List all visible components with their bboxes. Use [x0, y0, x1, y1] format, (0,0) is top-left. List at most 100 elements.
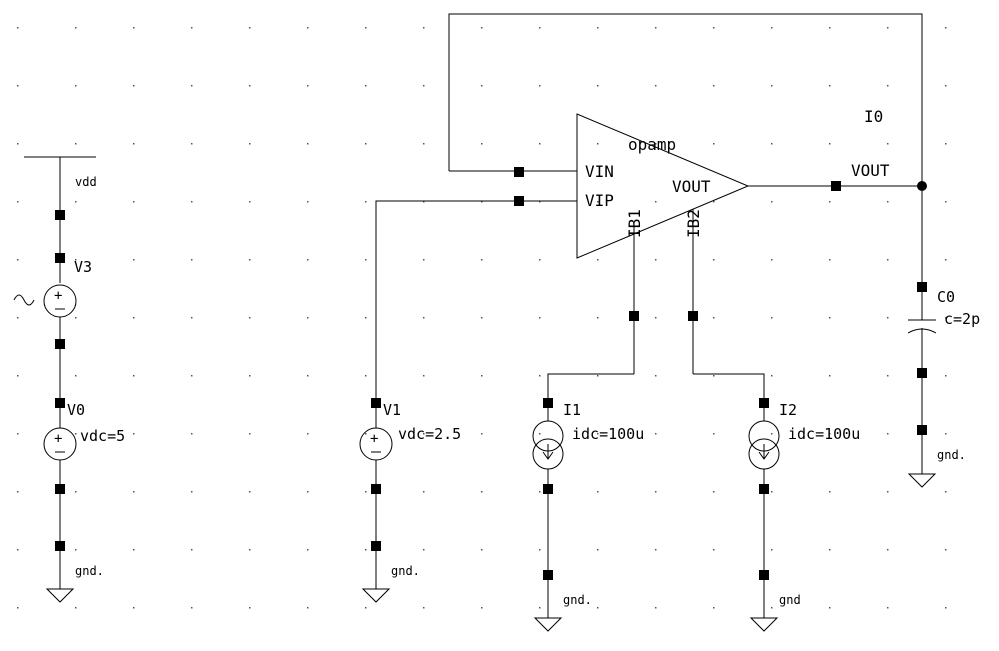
grid-dot: [539, 549, 541, 551]
pin-label-vout: VOUT: [672, 177, 711, 196]
grid-dot: [771, 27, 773, 29]
pin-marker[interactable]: [543, 484, 553, 494]
grid-dot: [249, 607, 251, 609]
opamp-symbol[interactable]: [576, 113, 750, 374]
i2-current-source[interactable]: [748, 420, 780, 470]
pin-marker[interactable]: [55, 210, 65, 220]
grid-dot: [713, 259, 715, 261]
grid-dot: [945, 549, 947, 551]
grid-dot: [481, 85, 483, 87]
wire-ib2[interactable]: [693, 373, 765, 403]
pin-marker[interactable]: [514, 167, 524, 177]
grid-dot: [423, 27, 425, 29]
gnd-symbol-i1: [533, 617, 563, 632]
grid-dot: [713, 607, 715, 609]
grid-dot: [365, 491, 367, 493]
i1-label: I1: [563, 401, 581, 419]
pin-marker[interactable]: [371, 398, 381, 408]
grid-dot: [133, 201, 135, 203]
c0-param: c=2p: [944, 310, 980, 328]
pin-marker[interactable]: [543, 398, 553, 408]
grid-dot: [713, 201, 715, 203]
grid-dot: [481, 607, 483, 609]
grid-dot: [655, 549, 657, 551]
pin-marker[interactable]: [917, 368, 927, 378]
grid-dot: [191, 201, 193, 203]
grid-dot: [365, 375, 367, 377]
grid-dot: [771, 549, 773, 551]
i2-gnd-label: gnd: [779, 593, 801, 607]
pin-marker[interactable]: [55, 541, 65, 551]
pin-marker[interactable]: [759, 484, 769, 494]
pin-marker[interactable]: [759, 570, 769, 580]
grid-dot: [191, 607, 193, 609]
grid-dot: [539, 375, 541, 377]
grid-dot: [75, 433, 77, 435]
grid-dot: [829, 549, 831, 551]
grid-dot: [423, 433, 425, 435]
grid-dot: [945, 607, 947, 609]
pin-marker[interactable]: [917, 282, 927, 292]
pin-marker[interactable]: [688, 311, 698, 321]
gnd-symbol-v0: [45, 588, 75, 603]
grid-dot: [887, 201, 889, 203]
grid-dot: [307, 317, 309, 319]
grid-dot: [597, 375, 599, 377]
pin-marker[interactable]: [543, 570, 553, 580]
grid-dot: [829, 27, 831, 29]
grid-dot: [249, 433, 251, 435]
pin-marker[interactable]: [629, 311, 639, 321]
pin-marker[interactable]: [917, 425, 927, 435]
grid-dot: [17, 259, 19, 261]
grid-dot: [307, 607, 309, 609]
i2-param: idc=100u: [788, 425, 860, 443]
grid-dot: [713, 433, 715, 435]
pin-label-vip: VIP: [585, 191, 614, 210]
i1-current-source[interactable]: [532, 420, 564, 470]
grid-dot: [597, 259, 599, 261]
grid-dot: [771, 375, 773, 377]
grid-dot: [365, 85, 367, 87]
pin-marker[interactable]: [55, 398, 65, 408]
grid-dot: [133, 549, 135, 551]
grid-dot: [539, 201, 541, 203]
grid-dot: [365, 143, 367, 145]
pin-marker[interactable]: [371, 484, 381, 494]
pin-marker[interactable]: [371, 541, 381, 551]
grid-dots: [17, 27, 947, 609]
grid-dot: [655, 85, 657, 87]
wire-vout[interactable]: [748, 185, 923, 290]
pin-marker[interactable]: [759, 398, 769, 408]
v0-dc-source[interactable]: +: [43, 427, 77, 461]
pin-marker[interactable]: [55, 339, 65, 349]
pin-marker[interactable]: [514, 196, 524, 206]
grid-dot: [75, 201, 77, 203]
v3-ac-source[interactable]: +: [13, 284, 77, 318]
wire-ib1[interactable]: [547, 373, 634, 403]
pin-marker[interactable]: [831, 181, 841, 191]
grid-dot: [133, 143, 135, 145]
grid-dot: [423, 259, 425, 261]
grid-dot: [17, 27, 19, 29]
c0-capacitor[interactable]: [907, 290, 937, 474]
grid-dot: [655, 491, 657, 493]
grid-dot: [191, 143, 193, 145]
wire-vip[interactable]: [375, 200, 577, 403]
v1-dc-source[interactable]: +: [359, 427, 393, 461]
grid-dot: [539, 143, 541, 145]
grid-dot: [17, 85, 19, 87]
svg-text:+: +: [370, 431, 378, 447]
wire-feedback[interactable]: [448, 13, 923, 186]
grid-dot: [945, 27, 947, 29]
grid-dot: [597, 433, 599, 435]
grid-dot: [887, 27, 889, 29]
grid-dot: [249, 317, 251, 319]
grid-dot: [365, 27, 367, 29]
grid-dot: [713, 491, 715, 493]
grid-dot: [17, 317, 19, 319]
opamp-instance-label: I0: [864, 107, 883, 126]
pin-marker[interactable]: [55, 253, 65, 263]
pin-marker[interactable]: [55, 484, 65, 494]
grid-dot: [771, 491, 773, 493]
